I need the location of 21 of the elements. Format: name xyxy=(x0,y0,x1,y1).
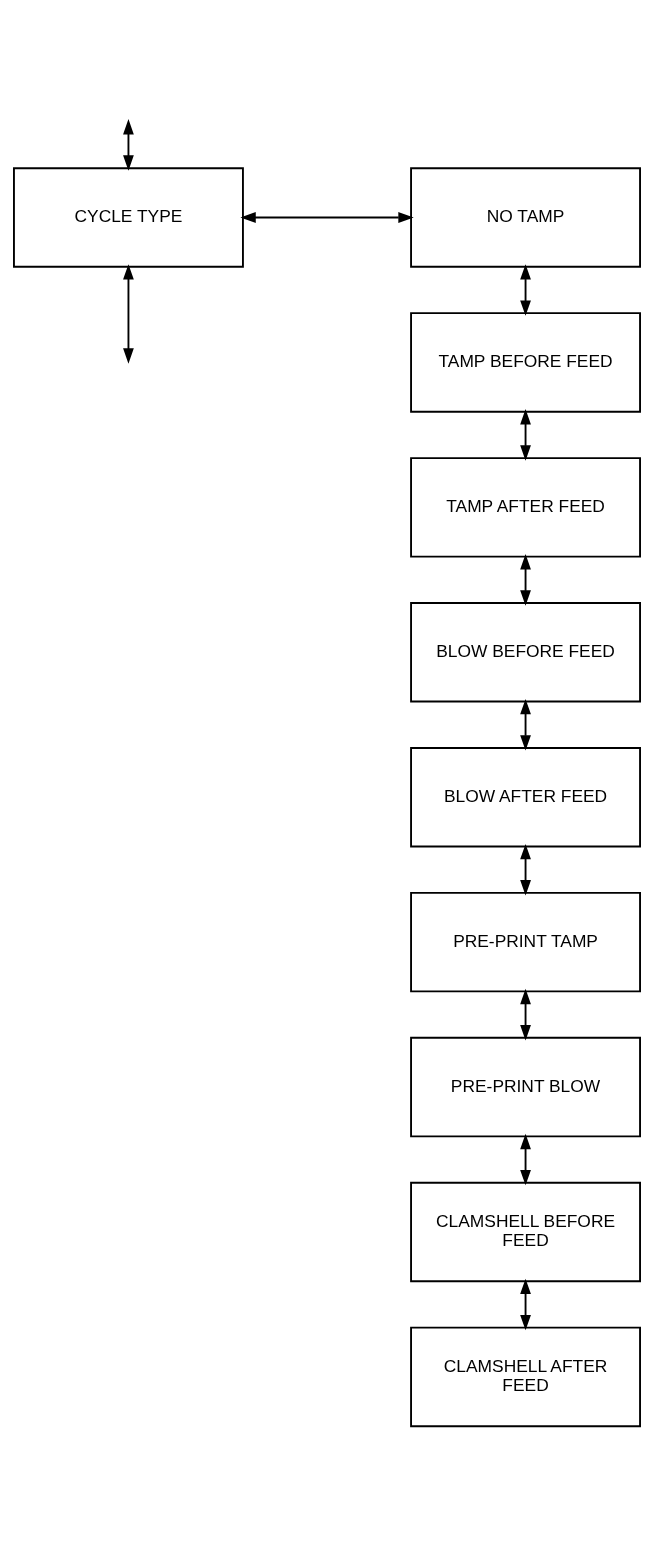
arrow xyxy=(520,988,531,1041)
node-box: TAMP AFTER FEED xyxy=(410,457,641,558)
node-box: NO TAMP xyxy=(410,167,641,268)
arrow xyxy=(123,264,134,364)
arrow xyxy=(123,119,134,171)
arrow xyxy=(520,698,531,751)
node-box: CLAMSHELL BEFORE FEED xyxy=(410,1181,641,1283)
node-box: TAMP BEFORE FEED xyxy=(410,312,641,413)
arrow xyxy=(520,1278,531,1331)
node-box: CYCLE TYPE xyxy=(13,167,244,268)
node-box: CLAMSHELL AFTER FEED xyxy=(410,1326,641,1428)
node-box: BLOW BEFORE FEED xyxy=(410,602,641,703)
node-box: PRE-PRINT TAMP xyxy=(410,891,641,993)
arrow xyxy=(520,409,531,461)
arrow xyxy=(520,843,531,896)
node-box: PRE-PRINT BLOW xyxy=(410,1036,641,1138)
arrow xyxy=(240,212,414,223)
arrow xyxy=(520,1133,531,1186)
node-box: BLOW AFTER FEED xyxy=(410,747,641,848)
arrow xyxy=(520,554,531,606)
arrow xyxy=(520,264,531,316)
